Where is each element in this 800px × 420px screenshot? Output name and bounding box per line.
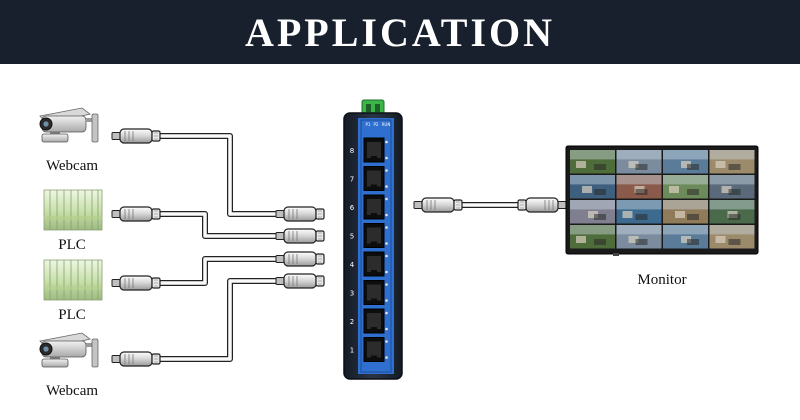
device-plc-upper: PLC [43, 189, 103, 253]
rj45-connector [111, 275, 161, 291]
plc-icon [43, 189, 103, 231]
camera-feed-tile [570, 200, 615, 224]
port-2: 2 [350, 308, 388, 334]
device-label: PLC [58, 307, 86, 323]
port-number: 7 [350, 176, 354, 184]
port-number: 8 [350, 147, 354, 155]
rj45-connector [413, 197, 463, 213]
camera-feed-tile [570, 225, 615, 249]
camera-feed-tile [709, 200, 755, 224]
webcam-icon [39, 332, 99, 368]
rj45-connector [517, 197, 567, 213]
camera-feed-tile [570, 150, 615, 174]
rj45-connector [111, 206, 161, 222]
camera-feed-tile [663, 225, 708, 249]
camera-feed-tile [616, 200, 662, 224]
port-6: 6 [350, 194, 388, 220]
device-webcam-bottom: Webcam [39, 332, 99, 399]
camera-feed-tile [663, 200, 708, 224]
device-webcam-top: Webcam [39, 107, 99, 174]
indicator-label-p2: P2 [374, 122, 379, 127]
camera-feed-tile [616, 150, 662, 174]
indicator-label-run: RUN [382, 122, 391, 127]
port-7: 7 [350, 166, 388, 191]
device-label: Webcam [46, 158, 98, 174]
port-3: 3 [350, 280, 388, 305]
device-plc-lower: PLC [43, 259, 103, 323]
cable-plc-lower [160, 256, 276, 286]
rj45-connector [111, 128, 161, 144]
camera-feed-tile [663, 150, 708, 174]
port-1: 1 [350, 337, 388, 362]
rj45-connector [275, 228, 325, 244]
monitor: Monitor [565, 145, 759, 288]
port-number: 4 [350, 261, 355, 269]
cable-plc-upper [160, 211, 276, 239]
switch-ports: 8 7 6 5 4 3 2 1 [350, 137, 388, 362]
webcam-icon [39, 107, 99, 143]
camera-feed-tile [616, 175, 662, 199]
rj45-connector [275, 273, 325, 289]
page-title: APPLICATION [244, 9, 556, 55]
port-number: 5 [350, 233, 354, 241]
monitor-label: Monitor [637, 272, 686, 288]
plc-icon [43, 259, 103, 301]
camera-feed-tile [709, 175, 755, 199]
header-banner: APPLICATION [0, 0, 800, 64]
device-label: Webcam [46, 383, 98, 399]
port-number: 1 [350, 347, 354, 355]
cable-webcam-top [160, 133, 276, 217]
camera-feed-tile [570, 175, 615, 199]
port-number: 6 [350, 204, 355, 212]
rj45-connector [111, 351, 161, 367]
port-number: 3 [350, 290, 354, 298]
rj45-connector [275, 206, 325, 222]
indicator-label-p1: P1 [366, 122, 371, 127]
rj45-connector [275, 251, 325, 267]
cable-webcam-bottom [160, 278, 276, 362]
camera-feed-tile [709, 225, 755, 249]
camera-feed-tile [709, 150, 755, 174]
camera-feed-tile [663, 175, 708, 199]
monitor-screen [570, 150, 755, 249]
port-8: 8 [350, 137, 388, 163]
camera-feed-tile [616, 225, 662, 249]
port-4: 4 [350, 251, 388, 277]
device-label: PLC [58, 237, 86, 253]
port-number: 2 [350, 318, 354, 326]
port-5: 5 [350, 223, 388, 248]
